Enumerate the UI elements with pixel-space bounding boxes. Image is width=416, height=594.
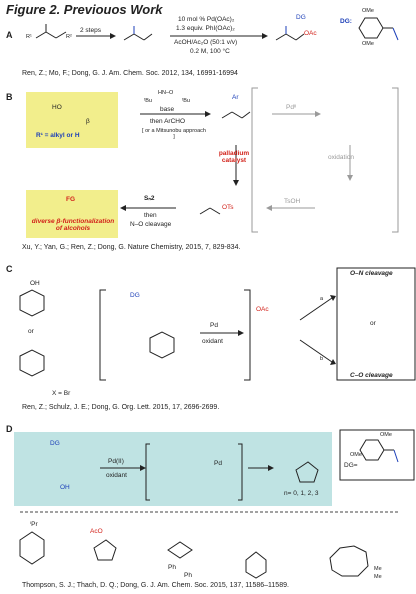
c-no-cleavage: O–N cleavage	[350, 270, 393, 277]
d-ipr: ⁱPr	[30, 521, 38, 528]
arrow-c-a	[299, 297, 333, 321]
c-or1: or	[28, 328, 34, 335]
c-oac: OAc	[256, 306, 269, 313]
d-oxidant: oxidant	[106, 472, 127, 479]
b-base: base	[160, 106, 175, 113]
panel-d-bracket	[145, 443, 243, 501]
d-n-values: n= 0, 1, 2, 3	[284, 490, 319, 497]
b-oxidation: oxidation	[328, 154, 355, 161]
a-dg-ome1: OMe	[362, 8, 374, 14]
panel-a-intermediate	[123, 26, 153, 41]
a-cond1: 10 mol % Pd(OAc)₂	[178, 16, 235, 23]
c-oh: OH	[30, 280, 40, 287]
d-reagent: Pd(II)	[108, 458, 124, 465]
panel-d-examples	[19, 531, 369, 579]
a-prod-oac: OAc	[304, 30, 317, 37]
b-reagent1: HN–O	[158, 90, 174, 96]
d-reference: Thompson, S. J.; Thach, D. Q.; Dong, G. …	[22, 582, 289, 589]
panel-b-label: B	[6, 92, 13, 102]
c-pd: Pd	[210, 322, 218, 329]
panel-c-product-box	[336, 267, 416, 381]
panel-c-benzene1	[19, 289, 45, 317]
b-mitsunobu: [ or a Mitsunobu approach ]	[142, 128, 206, 140]
b-sn2: Sₙ2	[144, 195, 155, 202]
b-tbu2: ᵗBu	[182, 98, 190, 104]
d-oh: OH	[60, 484, 70, 491]
panel-d-dg-box	[339, 429, 415, 481]
panel-d-label: D	[6, 424, 13, 434]
b-fg: FG	[66, 196, 76, 203]
b-sm-ho: HO	[52, 104, 62, 111]
d-me1: Me	[374, 566, 382, 572]
panel-c-benzene3	[149, 331, 175, 359]
b-tbu1: ᵗBu	[144, 98, 152, 104]
panel-c-label: C	[6, 264, 13, 274]
d-ph2: Ph	[184, 572, 192, 579]
panel-c-benzene2	[19, 349, 45, 377]
d-pd: Pd	[214, 460, 222, 467]
a-cond2: 1.3 equiv. PhI(OAc)₂	[176, 25, 235, 32]
a-sm-r2: R²	[66, 34, 72, 40]
panel-a-starting-material	[35, 24, 67, 39]
b-then: then	[144, 212, 157, 219]
a-dg-ome2: OMe	[362, 41, 374, 47]
d-dg: DG	[50, 440, 60, 447]
c-x-def: X = Br	[52, 390, 71, 397]
b-sm-r1: R¹ = alkyl or H	[36, 132, 80, 139]
c-oxidant: oxidant	[202, 338, 223, 345]
a-dg-label: DG:	[340, 18, 352, 25]
d-me2: Me	[374, 574, 382, 580]
b-diverse: diverse β-functionalization of alcohols	[31, 218, 115, 232]
figure-title: Figure 2. Previouos Work	[6, 2, 163, 17]
panel-b-ots	[199, 207, 221, 215]
panel-c-bracket	[99, 289, 251, 381]
c-dg: DG	[130, 292, 140, 299]
c-path-a: a	[320, 296, 324, 302]
d-ome1: OMe	[380, 432, 392, 438]
d-ph1: Ph	[168, 564, 176, 571]
c-co-cleavage: C–O cleavage	[350, 372, 393, 379]
panel-b-oxime1	[221, 111, 251, 119]
b-tsoh: TsOH	[284, 198, 301, 205]
d-aco: AcO	[90, 528, 103, 535]
panel-a-dg-structure	[358, 17, 399, 41]
a-arrow-label: 2 steps	[80, 27, 101, 34]
c-path-b: b	[320, 356, 324, 362]
b-then-archo: then ArCHO	[150, 118, 186, 125]
arrow-c-b	[299, 339, 333, 363]
panel-b-sm-box	[26, 92, 118, 148]
panel-d-dg-structure	[359, 439, 399, 463]
panel-d-thf	[295, 461, 319, 483]
b-ots: OTs	[222, 204, 234, 211]
panel-a-label: A	[6, 30, 13, 40]
panel-b-gray-box	[251, 87, 399, 233]
d-dg-eq: DG=	[344, 462, 358, 469]
a-cond3: AcOH/Ac₂O (50:1 v/v)	[174, 39, 238, 46]
b-sm-beta: β	[86, 118, 90, 125]
b-pd2: Pdᴵᴵ	[286, 104, 297, 111]
d-ome2: OMe	[350, 452, 362, 458]
panel-b-product-box	[26, 190, 118, 238]
c-reference: Ren, Z.; Schulz, J. E.; Dong, G. Org. Le…	[22, 404, 220, 411]
b-ar1: Ar	[232, 94, 239, 101]
a-sm-r1: R¹	[26, 34, 32, 40]
a-cond4: 0.2 M, 100 °C	[190, 48, 230, 55]
b-no-cleavage: N–O cleavage	[130, 221, 172, 228]
panel-a-product	[275, 26, 305, 41]
c-or2: or	[370, 320, 376, 327]
b-reference: Xu, Y.; Yan, G.; Ren, Z.; Dong, G. Natur…	[22, 244, 241, 251]
b-pd-catalyst: palladium catalyst	[218, 150, 250, 164]
a-prod-dg: DG	[296, 14, 306, 21]
a-reference: Ren, Z.; Mo, F.; Dong, G. J. Am. Chem. S…	[22, 70, 238, 77]
